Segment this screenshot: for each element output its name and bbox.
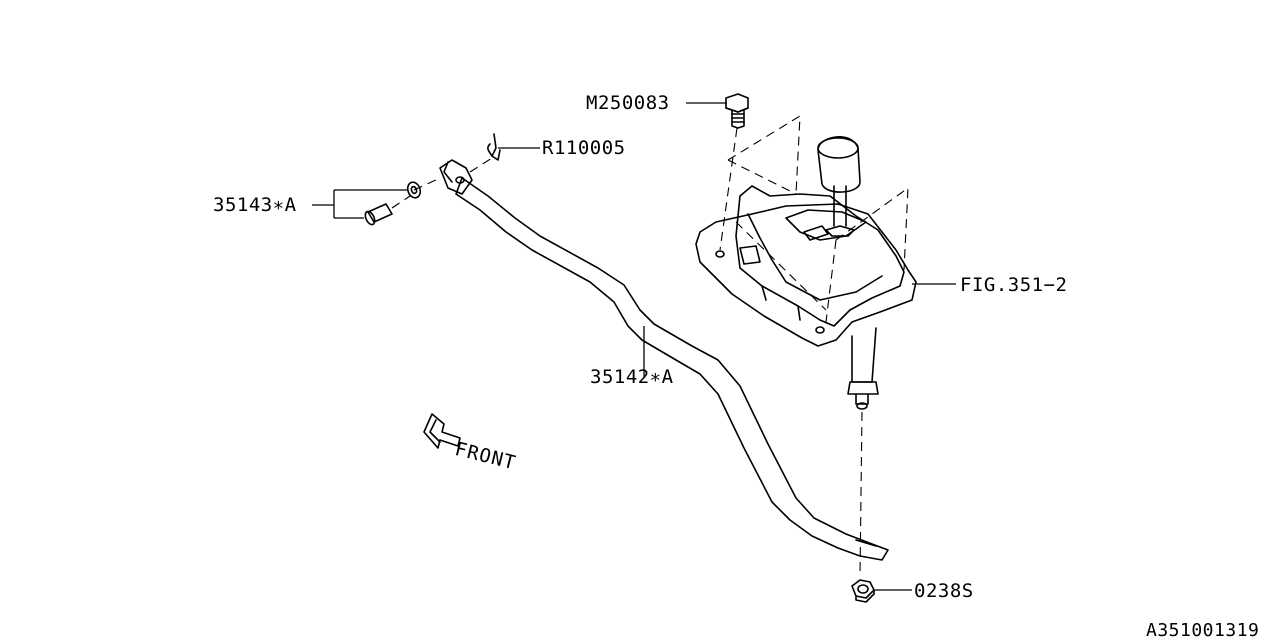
diagram-id: A351001319 [1146, 620, 1260, 641]
label-bushing-35143a: 35143∗A [213, 194, 297, 216]
label-bolt-m250083: M250083 [586, 92, 670, 114]
clip-part [488, 134, 500, 160]
bushing-assembly [363, 180, 422, 226]
front-arrow-icon [424, 414, 460, 448]
label-rod-35142a: 35142∗A [590, 366, 674, 388]
bolt-part [726, 94, 748, 128]
label-clip-r110005: R110005 [542, 137, 626, 159]
label-fig-351-2: FIG.351−2 [960, 274, 1068, 296]
guide-lines [392, 116, 908, 576]
shifter-housing [696, 137, 916, 409]
nut-part [852, 580, 874, 602]
label-nut-0238s: 0238S [914, 580, 974, 602]
shift-rod [440, 160, 888, 560]
leader-lines [312, 103, 956, 590]
